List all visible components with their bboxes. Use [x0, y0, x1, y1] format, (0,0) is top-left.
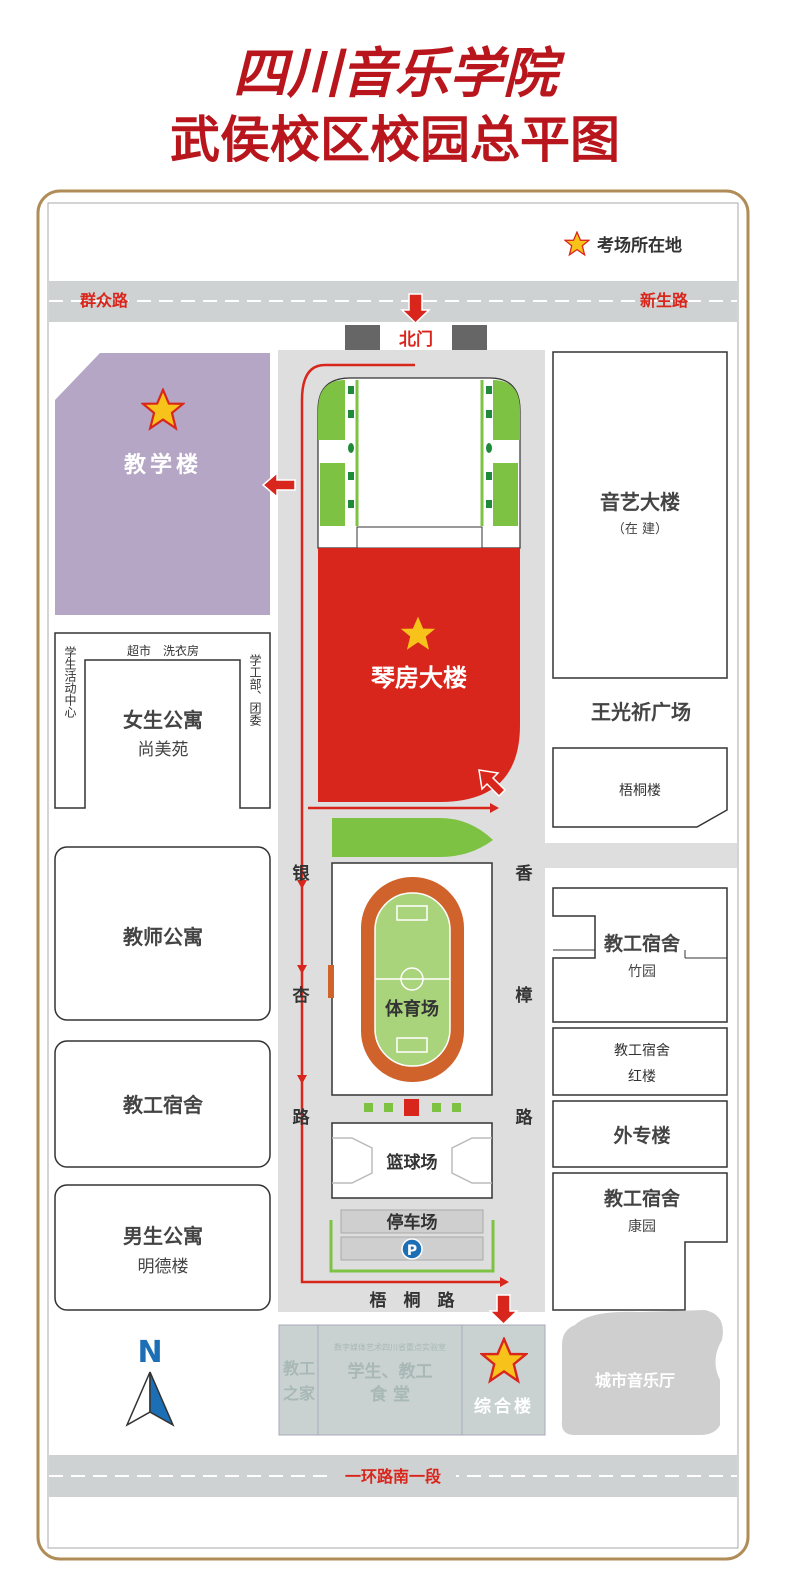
green-area	[332, 818, 493, 857]
gate-pillar-right	[452, 325, 487, 350]
piano-building-label: 琴房大楼	[371, 664, 467, 692]
teacher-apartment-label: 教师公寓	[123, 925, 203, 949]
foreign-experts-building[interactable]	[552, 1100, 728, 1168]
staff-dorm-kangyuan-sub: 康园	[628, 1218, 656, 1235]
basketball-court[interactable]	[331, 1122, 493, 1199]
arrow-down-icon	[400, 293, 431, 325]
bottom-building-block	[278, 1324, 546, 1436]
page-title: 武侯校区校园总平图	[170, 111, 620, 169]
staff-dorm-left[interactable]	[54, 1040, 271, 1168]
female-dorm[interactable]	[54, 632, 271, 809]
road-label-xiangzhang-1: 香	[516, 864, 533, 884]
north-gate-label: 北门	[399, 329, 433, 350]
parking-icon	[401, 1238, 423, 1260]
compass-north-label: N	[137, 1335, 162, 1370]
map-inner-border	[47, 202, 739, 1549]
staff-home-label-2: 之家	[283, 1384, 316, 1403]
basketball-court-label: 篮球场	[386, 1152, 438, 1173]
gate-pillar-left	[345, 325, 380, 350]
foreign-experts-building-label: 外专楼	[613, 1124, 670, 1147]
concert-hall[interactable]	[561, 1310, 723, 1435]
male-dorm[interactable]	[54, 1184, 271, 1311]
staff-home-label-1: 教工	[283, 1359, 315, 1378]
parking-label: 停车场	[387, 1212, 438, 1233]
yinyi-building[interactable]	[552, 351, 728, 679]
route-line	[300, 363, 500, 1284]
female-dorm-label: 女生公寓	[123, 708, 203, 732]
side-road	[545, 843, 737, 868]
road-label-yinxing-1: 银	[293, 863, 311, 884]
concert-hall-label: 城市音乐厅	[595, 1371, 675, 1390]
road-label-yinxing-2: 杏	[293, 985, 310, 1006]
wutong-building-label: 梧桐楼	[619, 783, 661, 799]
teaching-building[interactable]	[55, 353, 270, 615]
male-dorm-sub: 明德楼	[138, 1257, 189, 1277]
teacher-apartment[interactable]	[54, 846, 271, 1021]
road-label-xiangzhang-2: 樟	[516, 985, 533, 1006]
road-label-yihuan: 一环路南一段	[345, 1467, 442, 1486]
arrow-left-icon	[261, 471, 296, 499]
staff-dorm-zhuyuan-sub: 竹园	[628, 964, 656, 980]
male-dorm-label: 男生公寓	[123, 1224, 203, 1248]
female-dorm-sub: 尚美苑	[138, 740, 189, 760]
canteen-label-2: 食 堂	[370, 1384, 410, 1405]
teaching-building-label: 教学楼	[124, 452, 202, 478]
stadium-label: 体育场	[385, 998, 439, 1020]
road-label-yinxing-3: 路	[293, 1107, 311, 1128]
road-label-xinsheng: 新生路	[640, 291, 689, 310]
plaza-label: 王光祈广场	[591, 700, 691, 724]
title-calligraphy: 四川音乐学院	[233, 41, 565, 105]
parking-icon-letter: P	[407, 1243, 417, 1259]
road-label-wutong: 梧 桐 路	[370, 1290, 456, 1311]
staff-dorm-zhuyuan-label: 教工宿舍	[604, 932, 681, 955]
female-dorm-right-label: 学工部、团委	[248, 653, 262, 726]
road-label-qunzhong: 群众路	[80, 291, 129, 310]
legend-label: 考场所在地	[596, 235, 682, 256]
yinyi-building-label: 音艺大楼	[600, 490, 680, 514]
staff-dorm-honglou-label: 教工宿舍	[614, 1042, 670, 1059]
yinyi-building-note: （在 建）	[612, 522, 668, 537]
complex-building-label: 综合楼	[474, 1396, 534, 1417]
road-label-xiangzhang-3: 路	[516, 1107, 534, 1128]
staff-dorm-honglou-sub: 红楼	[628, 1069, 656, 1085]
parking-lot[interactable]	[340, 1209, 484, 1234]
staff-dorm-left-label: 教工宿舍	[123, 1093, 204, 1117]
piano-building[interactable]	[318, 548, 520, 802]
wutong-building[interactable]	[552, 747, 728, 828]
arrow-up-left-icon	[478, 769, 507, 798]
lab-label: 数字媒体艺术四川省重点实验室	[334, 1342, 446, 1352]
female-dorm-left-label: 学生活动中心	[63, 645, 77, 718]
staff-dorm-zhuyuan[interactable]	[552, 887, 728, 1023]
staff-dorm-honglou[interactable]	[552, 1027, 728, 1096]
canteen-label: 学生、教工	[348, 1361, 433, 1382]
staff-dorm-kangyuan-label: 教工宿舍	[604, 1187, 681, 1210]
staff-dorm-kangyuan[interactable]	[552, 1172, 728, 1311]
north-courtyard	[317, 377, 521, 549]
arrow-down-icon	[488, 1294, 519, 1326]
female-dorm-top-label: 超市 洗衣房	[127, 643, 199, 658]
